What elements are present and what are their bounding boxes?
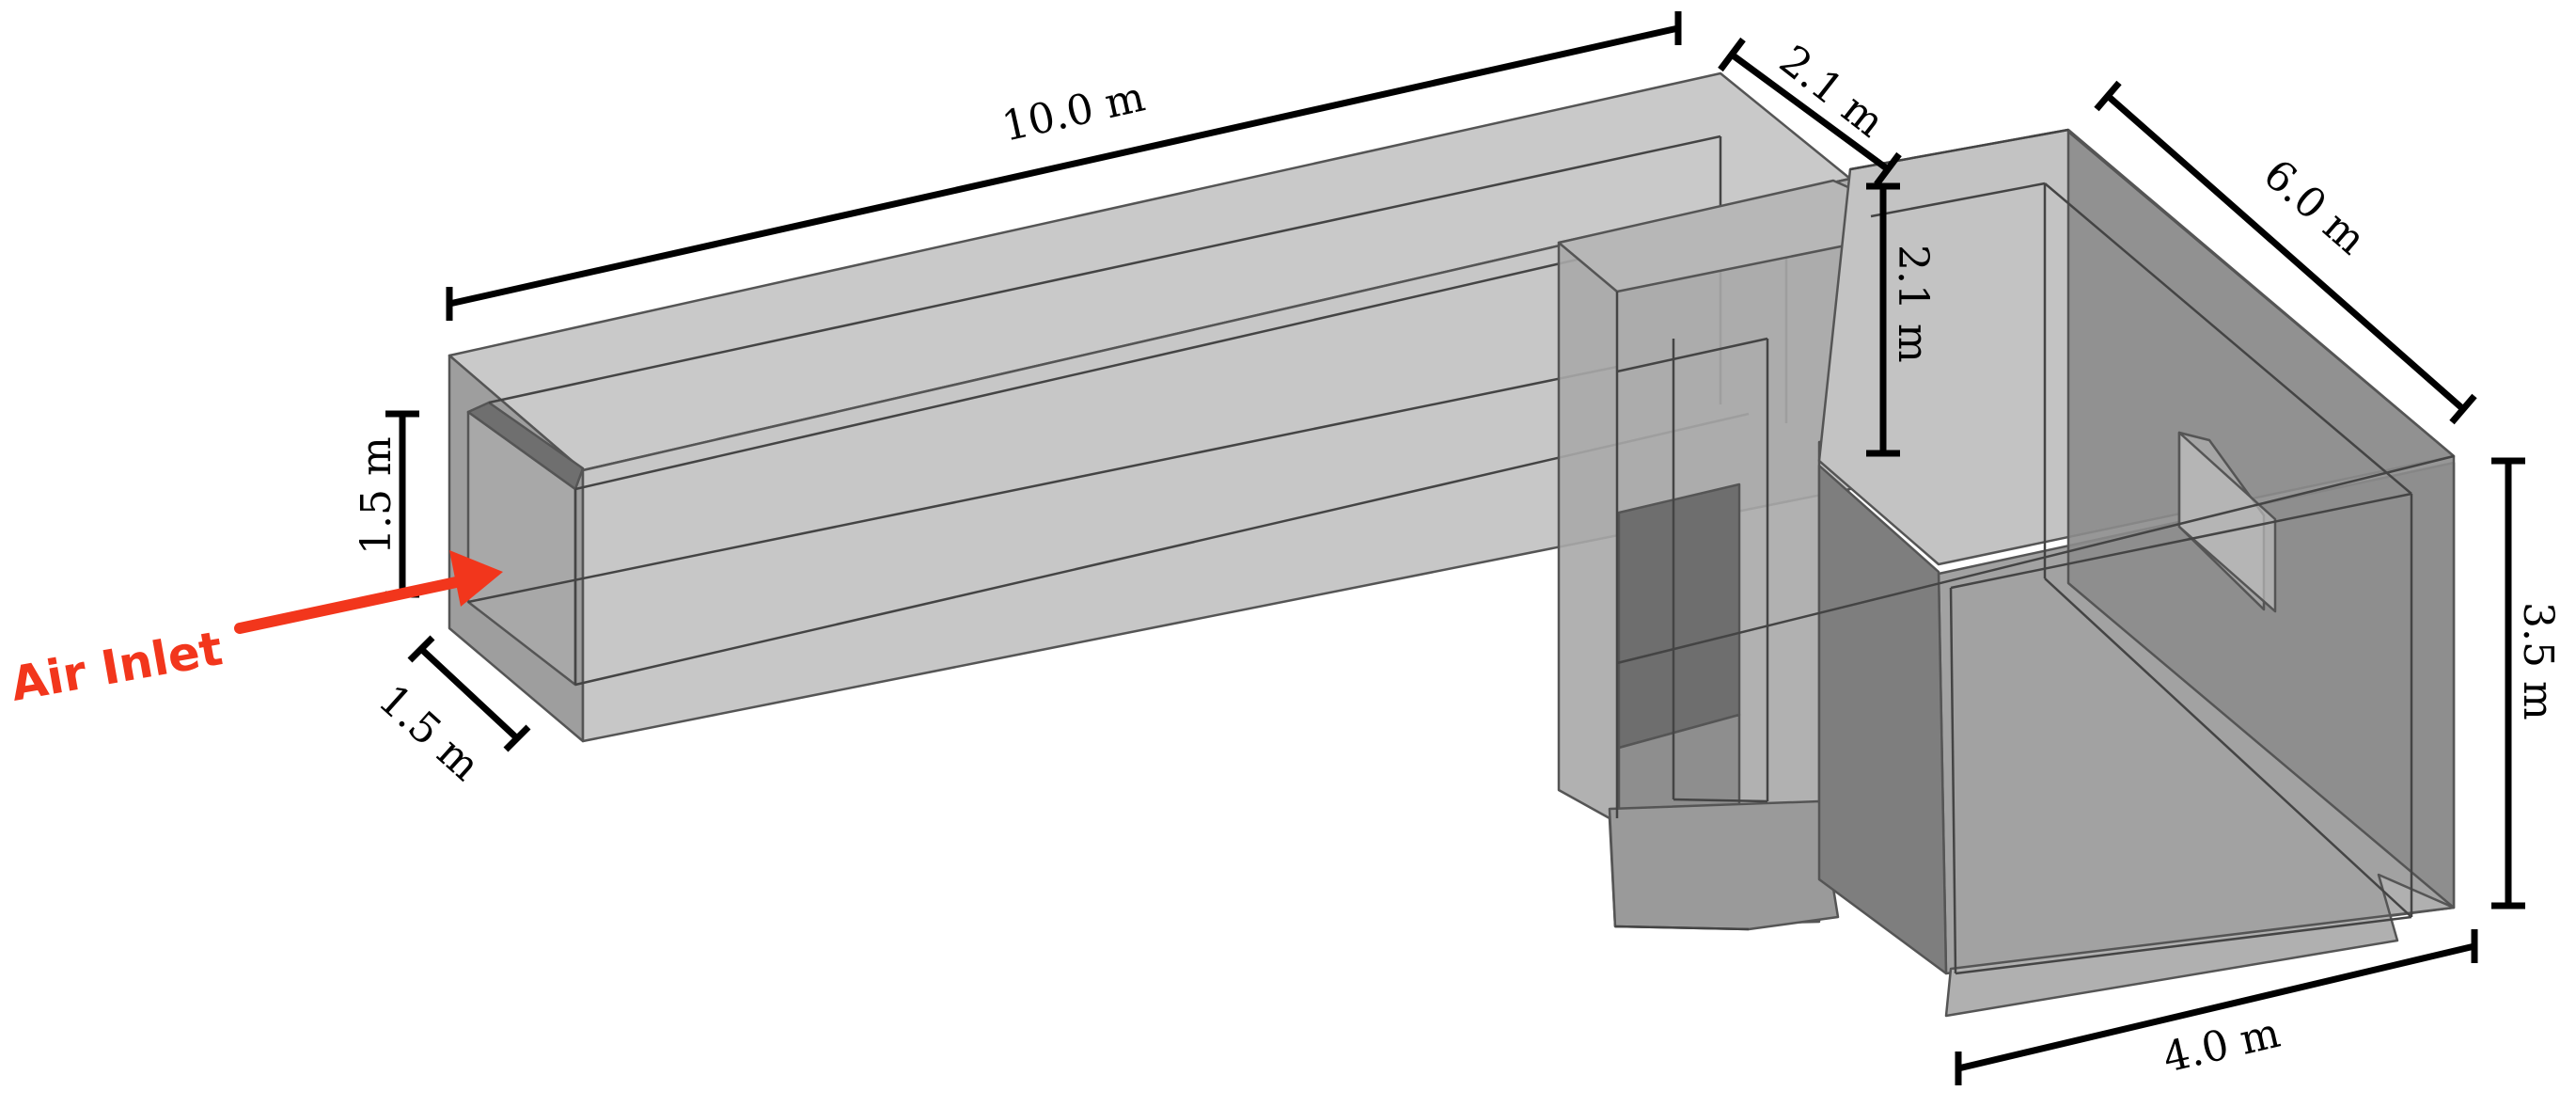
dim-duct-height: 1.5 m — [353, 410, 419, 598]
air-inlet-arrow-shaft — [234, 576, 466, 634]
inlet-duct — [448, 71, 1852, 743]
room-inner-side-wall — [1817, 464, 1948, 975]
air-inlet-annotation: Air Inlet — [7, 550, 503, 712]
air-inlet-arrow-head — [449, 550, 503, 607]
dim-duct-height-label: 1.5 m — [353, 436, 401, 555]
dim-room-length-label: 6.0 m — [2254, 150, 2375, 264]
dim-room-height: 3.5 m — [2491, 457, 2562, 909]
duct-inlet-lip — [466, 401, 585, 491]
dim-duct-length-label: 10.0 m — [997, 72, 1149, 150]
dim-connector-height-label: 2.1 m — [1889, 245, 1937, 363]
room — [1616, 128, 2456, 1018]
room-outlet-inner — [2177, 431, 2277, 613]
air-inlet-label: Air Inlet — [7, 621, 227, 712]
dim-room-height-label: 3.5 m — [2514, 602, 2562, 720]
dim-room-width-label: 4.0 m — [2159, 1009, 2285, 1083]
dim-connector-height: 2.1 m — [1866, 182, 1937, 457]
room-floor — [1944, 873, 2456, 1018]
connector-inner-slot — [1617, 482, 1741, 750]
connector-section — [1557, 177, 1852, 931]
connector-base-box — [1608, 799, 1840, 931]
